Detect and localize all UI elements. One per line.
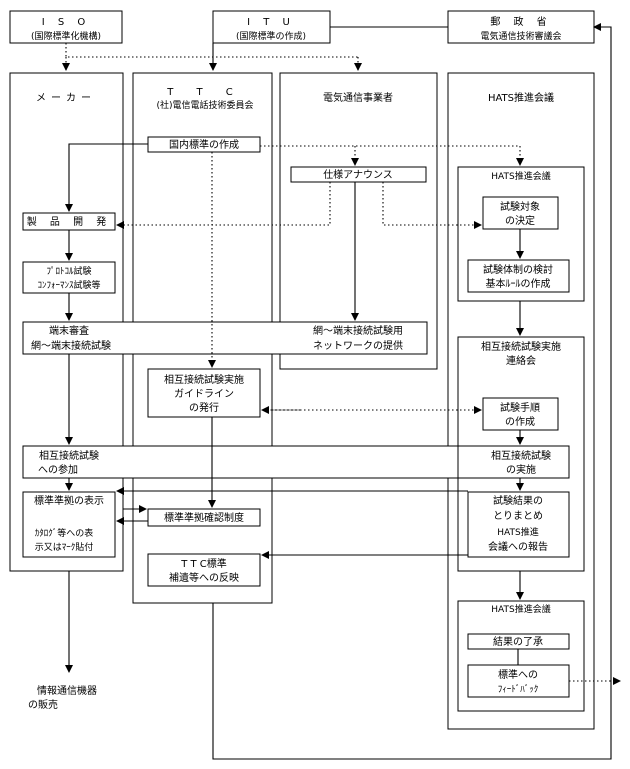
test-procedure-line2: の作成 (505, 416, 535, 428)
interop-guideline-box: 相互接続試験実施 ガイドライン の発行 (147, 368, 261, 418)
ttc-heading: T T C (166, 87, 243, 98)
catalog-label-line2: 示又はﾏｰｸ貼付 (35, 541, 94, 553)
product-dev-label: 製 品 開 発 (27, 215, 112, 228)
protocol-test-line1: ﾌﾟﾛﾄｺﾙ試験 (46, 265, 91, 277)
ttc-reflect-line1: T T C標準 (180, 557, 227, 570)
liaison-line1: 相互接続試験実施 (481, 340, 561, 353)
hats-meeting2-label: HATS推進会議 (491, 603, 550, 615)
spec-announce-box: 仕様アナウンス (290, 166, 427, 183)
test-target-line2: の決定 (505, 214, 535, 227)
itu-subtitle: (国際標準の作成) (236, 30, 306, 42)
approval-box: 結果の了承 (467, 633, 570, 650)
results-line3: HATS推進 (497, 526, 538, 538)
results-line4: 会議への報告 (488, 540, 548, 553)
results-line2: とりまとめ (493, 510, 543, 522)
test-target-line1: 試験対象 (500, 200, 540, 213)
protocol-test-line2: ｺﾝﾌｫｰﾏﾝｽ試験等 (37, 279, 100, 291)
mpt-title: 郵 政 省 (490, 15, 551, 28)
interop-band (22, 445, 570, 479)
domestic-std-box: 国内標準の作成 (147, 136, 261, 153)
std-certification-box: 標準準拠確認制度 (147, 508, 261, 527)
connectors-dotted (62, 43, 621, 685)
hats-heading: HATS推進会議 (488, 91, 554, 104)
terminal-exam-line1: 端末審査 (49, 324, 89, 337)
mpt-subtitle: 電気通信技術審議会 (480, 30, 561, 42)
spec-announce-label: 仕様アナウンス (323, 168, 393, 181)
terminal-exam-line2: 網～端末接続試験 (31, 339, 111, 352)
interop-participation-line1: 相互接続試験 (39, 449, 99, 462)
test-system-box: 試験体制の検討 基本ﾙｰﾙの作成 (467, 259, 570, 293)
interop-conduct-line1: 相互接続試験 (491, 449, 551, 462)
std-certification-label: 標準準拠確認制度 (164, 511, 244, 524)
test-system-line1: 試験体制の検討 (483, 263, 553, 276)
approval-label: 結果の了承 (493, 635, 543, 648)
itu-box: I T U (国際標準の作成) (212, 10, 331, 44)
network-provision-line1: 網～端末接続試験用 (313, 324, 403, 337)
results-line1: 試験結果の (493, 494, 543, 507)
network-provision-line2: ネットワークの提供 (313, 339, 403, 352)
interop-participation-line2: への参加 (38, 463, 78, 476)
protocol-test-box: ﾌﾟﾛﾄｺﾙ試験 ｺﾝﾌｫｰﾏﾝｽ試験等 (22, 261, 116, 294)
hats-meeting2-frame (457, 600, 585, 712)
product-dev-box: 製 品 開 発 (22, 212, 116, 231)
hats-meeting1-frame (457, 166, 585, 302)
test-procedure-line1: 試験手順 (500, 401, 540, 414)
guideline-line3: の発行 (189, 401, 219, 414)
test-procedure-box: 試験手順 の作成 (482, 397, 559, 431)
ttc-std-reflect-box: T T C標準 補遺等への反映 (147, 553, 261, 587)
iso-subtitle: (国際標準化機構) (31, 30, 101, 42)
test-target-box: 試験対象 の決定 (482, 196, 559, 230)
carrier-heading: 電気通信事業者 (323, 91, 393, 104)
test-system-line2: 基本ﾙｰﾙの作成 (486, 277, 551, 290)
iso-box: I S O (国際標準化機構) (9, 10, 123, 44)
iso-title: I S O (42, 17, 91, 28)
sales-line1: 情報通信機器 (37, 684, 97, 697)
itu-title: I T U (247, 17, 295, 28)
ttc-reflect-line2: 補遺等への反映 (169, 571, 239, 584)
feedback-box: 標準への ﾌｨｰﾄﾞﾊﾞｯｸ (467, 664, 570, 698)
terminal-network-band (22, 321, 428, 355)
std-display-label: 標準準拠の表示 (34, 494, 104, 507)
hats-meeting1-label: HATS推進会議 (491, 170, 550, 182)
interop-conduct-line2: の実施 (506, 463, 536, 476)
hats-column (447, 72, 595, 730)
catalog-label-line1: ｶﾀﾛｸﾞ等への表 (35, 527, 94, 539)
interop-liaison-frame (457, 336, 585, 572)
guideline-line2: ガイドライン (174, 388, 234, 400)
mpt-box: 郵 政 省 電気通信技術審議会 (447, 10, 595, 44)
domestic-std-label: 国内標準の作成 (169, 138, 239, 151)
feedback-line1: 標準への (498, 668, 538, 681)
guideline-line1: 相互接続試験実施 (164, 373, 244, 386)
std-display-box: 標準準拠の表示 ｶﾀﾛｸﾞ等への表 示又はﾏｰｸ貼付 (22, 491, 116, 558)
maker-heading: メーカー (36, 92, 96, 104)
results-summary-box: 試験結果の とりまとめ HATS推進 会議への報告 (467, 491, 570, 558)
liaison-line2: 連絡会 (506, 354, 536, 367)
carrier-column (279, 72, 438, 370)
connectors-solid (65, 23, 612, 760)
feedback-line2: ﾌｨｰﾄﾞﾊﾞｯｸ (498, 684, 539, 695)
ttc-subheading: (社)電信電話技術委員会 (156, 99, 253, 111)
sales-line2: の販売 (28, 698, 58, 711)
